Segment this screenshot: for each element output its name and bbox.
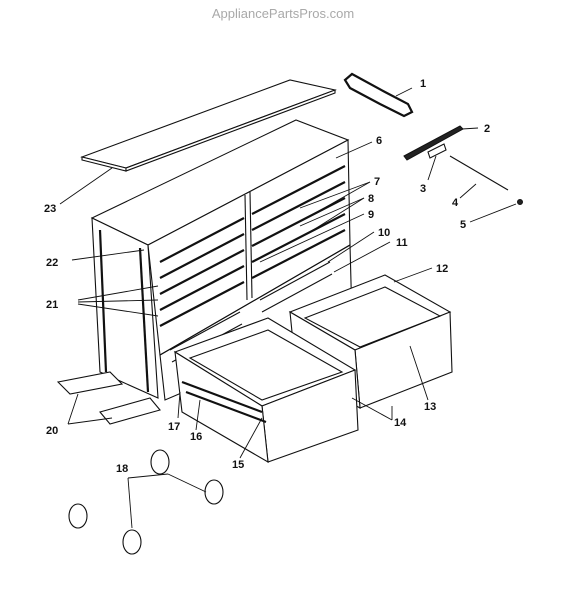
left-drawer-part [173, 317, 359, 464]
leader-lines [59, 87, 517, 459]
site-watermark: AppliancePartsPros.com [211, 6, 355, 21]
callout-4: 4 [452, 197, 459, 209]
handle-part [343, 72, 414, 118]
callout-7: 7 [374, 176, 380, 188]
callout-5: 5 [460, 219, 466, 231]
callout-16: 16 [190, 431, 202, 443]
callout-6: 6 [376, 135, 382, 147]
casters-part [68, 449, 224, 555]
callout-20: 20 [46, 425, 58, 437]
callout-2: 2 [484, 123, 490, 135]
clip-part [427, 143, 447, 159]
upper-drawer-fronts [159, 165, 346, 327]
callout-3: 3 [420, 183, 426, 195]
callout-8: 8 [368, 193, 374, 205]
callout-18: 18 [116, 463, 128, 475]
callout-15: 15 [232, 459, 244, 471]
callout-1: 1 [420, 78, 426, 90]
screw-part [517, 199, 523, 205]
callout-14: 14 [394, 417, 407, 429]
callout-23: 23 [44, 203, 56, 215]
top-mat-part [80, 79, 337, 172]
callout-13: 13 [424, 401, 436, 413]
callout-11: 11 [396, 237, 408, 249]
callout-12: 12 [436, 263, 448, 275]
callout-10: 10 [378, 227, 390, 239]
callout-9: 9 [368, 209, 374, 221]
rod-part [449, 155, 509, 191]
callout-17: 17 [168, 421, 180, 433]
callout-21: 21 [46, 299, 58, 311]
callout-22: 22 [46, 257, 58, 269]
floor-plates-part [56, 371, 161, 425]
